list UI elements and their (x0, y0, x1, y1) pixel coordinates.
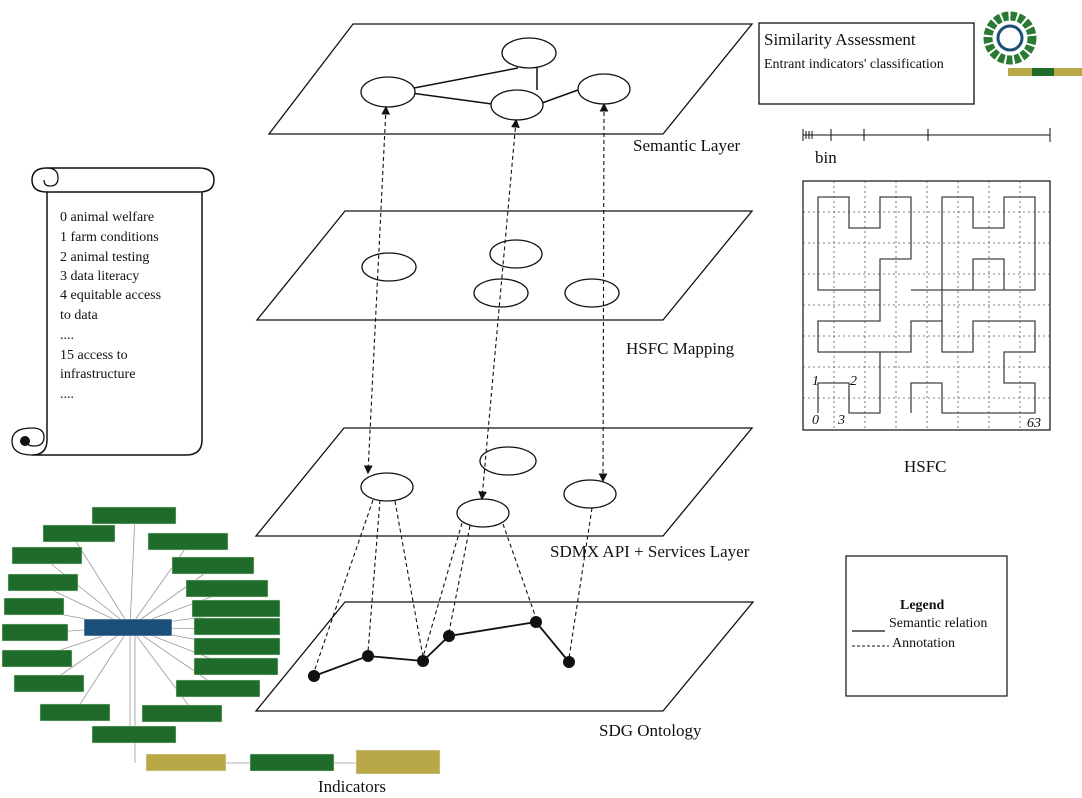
scroll-item: 15 access to (60, 348, 128, 363)
scroll-item: infrastructure (60, 367, 135, 382)
hsfc-corner-2: 2 (850, 374, 857, 389)
legend-semantic-relation: Semantic relation (889, 616, 987, 631)
similarity-subtitle: Entrant indicators' classification (764, 57, 944, 72)
hsfc-label: HSFC (904, 457, 947, 476)
scroll-item: 1 farm conditions (60, 230, 159, 245)
mini-indicator-graph (983, 11, 1082, 76)
scroll-item: 2 animal testing (60, 250, 149, 265)
bin-scale (802, 128, 1051, 142)
legend-annotation: Annotation (892, 636, 955, 651)
ontology-node (443, 630, 455, 642)
scroll-item: 0 animal welfare (60, 210, 154, 225)
indicators-label: Indicators (318, 777, 386, 796)
indicators-graph (1, 506, 441, 775)
legend-title: Legend (900, 598, 945, 613)
hsfc-grid: 1 2 0 3 63 (802, 180, 1051, 431)
similarity-title: Similarity Assessment (764, 30, 916, 49)
hsfc-mapping-layer: HSFC Mapping (255, 210, 754, 358)
ontology-node (530, 616, 542, 628)
hsfc-corner-0: 0 (812, 413, 819, 428)
hsfc-corner-63: 63 (1027, 416, 1041, 431)
scroll-item: to data (60, 308, 98, 323)
scroll-item: 4 equitable access (60, 288, 161, 303)
hsfc-mapping-label: HSFC Mapping (626, 339, 735, 358)
ontology-node (563, 656, 575, 668)
ontology-node (308, 670, 320, 682)
sdmx-label: SDMX API + Services Layer (550, 542, 750, 561)
semantic-layer: Semantic Layer (267, 23, 754, 155)
sdmx-layer: SDMX API + Services Layer (254, 427, 754, 561)
legend: Legend Semantic relation Annotation (845, 555, 1008, 697)
sdg-ontology-layer: SDG Ontology (254, 601, 755, 740)
ontology-node (417, 655, 429, 667)
hsfc-corner-3: 3 (837, 413, 845, 428)
semantic-layer-label: Semantic Layer (633, 136, 740, 155)
annotation-links (313, 102, 609, 673)
scroll-item: 3 data literacy (60, 269, 139, 284)
similarity-assessment-box: Similarity Assessment Entrant indicators… (758, 22, 975, 105)
sdg-ontology-label: SDG Ontology (599, 721, 702, 740)
bin-label: bin (815, 148, 837, 167)
scroll-item: .... (60, 328, 74, 343)
ontology-node (362, 650, 374, 662)
scroll-item: .... (60, 387, 74, 402)
indicator-center-node (83, 618, 173, 637)
hsfc-corner-1: 1 (812, 374, 819, 389)
scroll-list: 0 animal welfare 1 farm conditions 2 ani… (11, 167, 215, 456)
